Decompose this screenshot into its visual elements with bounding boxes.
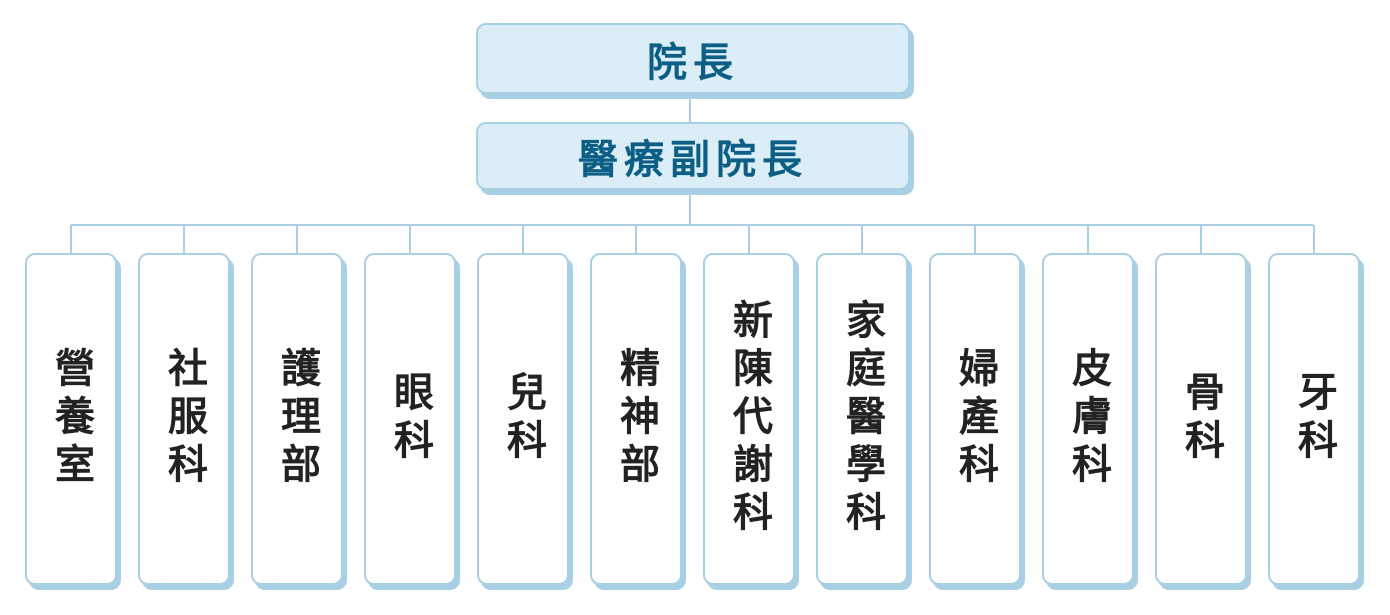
department-label: 兒科	[500, 371, 546, 467]
department-box: 牙科	[1268, 253, 1360, 585]
vice-president-box: 醫療副院長	[476, 122, 910, 190]
department-label: 新陳代謝科	[726, 299, 772, 539]
department-box: 社服科	[138, 253, 230, 585]
department-box: 護理部	[251, 253, 343, 585]
department-box: 營養室	[25, 253, 117, 585]
department-label: 皮膚科	[1065, 347, 1111, 491]
department-label: 護理部	[274, 347, 320, 491]
department-box: 婦產科	[929, 253, 1021, 585]
department-box: 精神部	[590, 253, 682, 585]
department-box: 眼科	[364, 253, 456, 585]
department-label: 眼科	[387, 371, 433, 467]
department-label: 家庭醫學科	[839, 299, 885, 539]
department-label: 牙科	[1291, 371, 1337, 467]
department-box: 骨科	[1155, 253, 1247, 585]
department-label: 骨科	[1178, 371, 1224, 467]
department-label: 婦產科	[952, 347, 998, 491]
department-box: 新陳代謝科	[703, 253, 795, 585]
department-box: 兒科	[477, 253, 569, 585]
president-label: 院長	[647, 39, 739, 86]
department-label: 社服科	[161, 347, 207, 491]
vice-president-label: 醫療副院長	[578, 137, 808, 183]
department-label: 精神部	[613, 347, 659, 491]
president-box: 院長	[476, 23, 910, 94]
department-box: 皮膚科	[1042, 253, 1134, 585]
department-label: 營養室	[48, 347, 94, 491]
department-box: 家庭醫學科	[816, 253, 908, 585]
